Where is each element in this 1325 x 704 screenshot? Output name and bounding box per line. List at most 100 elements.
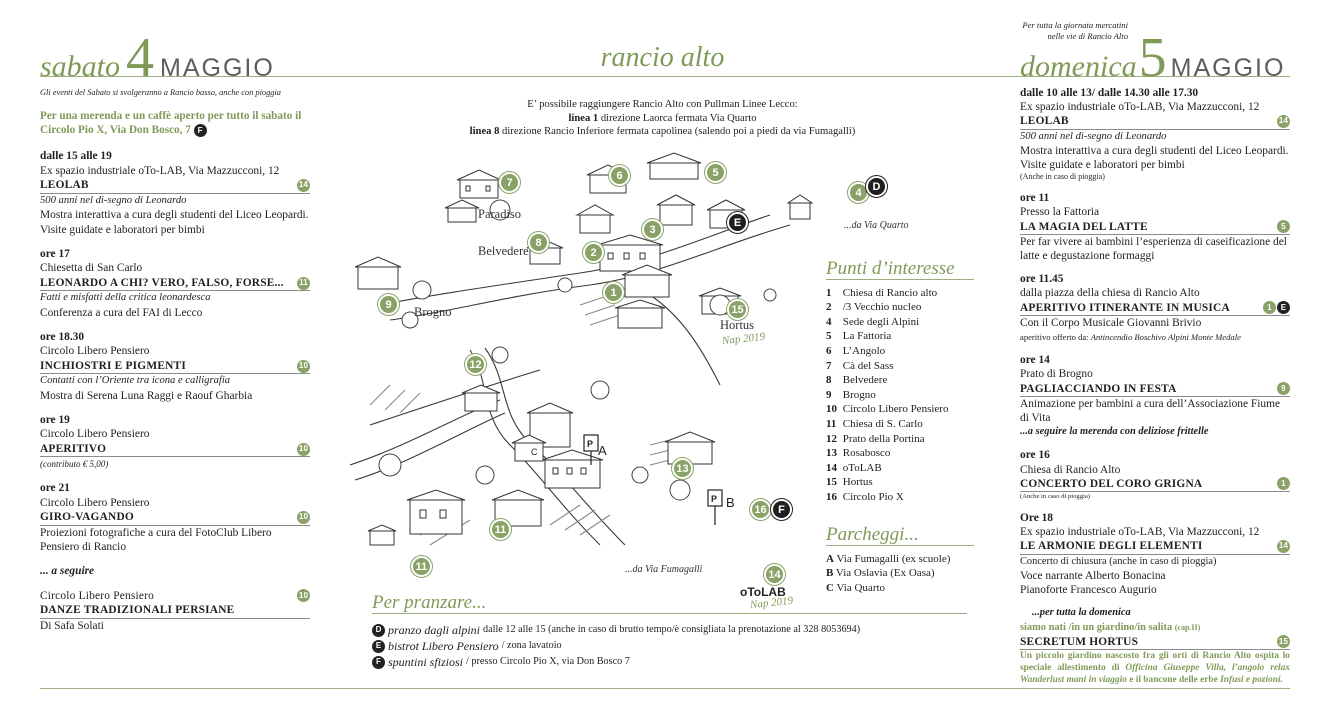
hortus-subtitle-text: siamo nati /in un giardino/in salita: [1020, 621, 1173, 633]
lunch-detail: / zona lavatoio: [501, 640, 562, 651]
event-title: DANZE TRADIZIONALI PERSIANE: [40, 604, 235, 617]
poi-number: 5: [826, 330, 832, 343]
hortus-subtitle: siamo nati /in un giardino/in salita (ca…: [1020, 621, 1290, 635]
parking-title: Parcheggi...: [826, 525, 974, 546]
map-marker[interactable]: 11: [411, 556, 432, 577]
event-time: ore 16: [1020, 449, 1050, 462]
transport-line-8: linea 8 direzione Rancio Inferiore ferma…: [360, 125, 965, 139]
event-badge: 10: [297, 510, 310, 524]
event-description: Mostra interattiva a cura degli studenti…: [40, 209, 309, 237]
poi-item: 2 /3 Vecchio nucleo: [826, 300, 974, 315]
poi-number: 4: [826, 315, 832, 328]
map-marker[interactable]: 5: [705, 162, 726, 183]
poi-item: 5 La Fattoria: [826, 329, 974, 344]
poi-label: Rosabosco: [842, 447, 891, 460]
event-badge: 10: [297, 359, 310, 373]
poi-label: Belvedere: [842, 374, 888, 387]
poi-label: Chiesa di S. Carlo: [842, 417, 923, 430]
event-place: Prato di Brogno: [1020, 368, 1093, 381]
parking-letter-a: A: [598, 443, 607, 458]
map-marker[interactable]: 7: [499, 172, 520, 193]
event-title: LA MAGIA DEL LATTE: [1020, 220, 1148, 233]
map-marker[interactable]: 8: [528, 232, 549, 253]
map-marker[interactable]: 1: [603, 282, 624, 303]
map-marker[interactable]: 9: [378, 294, 399, 315]
line-text: direzione Laorca fermata Via Quarto: [598, 112, 757, 124]
event-time: ore 11.45: [1020, 273, 1064, 286]
saturday-dayname: sabato: [40, 50, 121, 83]
event-title: APERITIVO: [40, 442, 107, 455]
event-title: CONCERTO DEL CORO GRIGNA: [1020, 477, 1203, 490]
poi-number: 16: [826, 490, 837, 503]
event-title: LEONARDO A CHI? VERO, FALSO, FORSE...: [40, 276, 284, 289]
event-description: Mostra interattiva a cura degli studenti…: [1020, 144, 1289, 172]
event-badge: 15: [1277, 635, 1290, 649]
map-marker[interactable]: 16: [750, 499, 771, 520]
poi-number: 13: [826, 447, 837, 460]
sunday-month: MAGGIO: [1170, 54, 1286, 82]
lunch-title: Per pranzare...: [372, 593, 967, 614]
poi-label: Hortus: [842, 476, 873, 489]
map-marker[interactable]: 4: [848, 182, 869, 203]
event-item: ore 19 Circolo Libero Pensiero APERITIVO…: [40, 413, 310, 472]
sunday-column: dalle 10 alle 13/ dalle 14.30 alle 17.30…: [1020, 86, 1290, 695]
line-text: direzione Rancio Inferiore fermata capol…: [499, 126, 856, 138]
sponsor-name: Antincendio Boschivo Alpini Monte Medale: [1090, 332, 1241, 343]
event-item: ore 16 Chiesa di Rancio Alto CONCERTO DE…: [1020, 448, 1290, 502]
svg-text:C: C: [531, 447, 538, 457]
transport-line-intro: E’ possibile raggiungere Rancio Alto con…: [527, 99, 798, 110]
lunch-item: D pranzo dagli alpini dalle 12 alle 15 (…: [372, 622, 972, 638]
svg-text:P: P: [711, 494, 717, 504]
poi-number: 10: [826, 403, 837, 416]
map-marker-pio-x[interactable]: F: [771, 499, 792, 520]
map-marker[interactable]: 11: [490, 519, 511, 540]
event-place: Circolo Libero Pensiero: [40, 589, 155, 602]
map-marker[interactable]: 2: [583, 242, 604, 263]
map-marker-alpini[interactable]: D: [866, 176, 887, 197]
hortus-chapter: (cap.II): [1174, 622, 1201, 632]
poi-number: 7: [826, 359, 832, 372]
event-title: APERITIVO ITINERANTE IN MUSICA: [1020, 301, 1230, 314]
poi-item: 12 Prato della Portina: [826, 432, 974, 447]
event-time: ore 17: [40, 247, 70, 260]
event-time: ore 11: [1020, 192, 1050, 205]
event-item: ore 18.30 Circolo Libero Pensiero INCHIO…: [40, 330, 310, 404]
event-time: Ore 18: [1020, 512, 1054, 525]
event-place: Circolo Libero Pensiero: [40, 345, 150, 358]
lunch-detail: / presso Circolo Pio X, via Don Bosco 7: [466, 656, 630, 667]
poi-list: 1 Chiesa di Rancio alto 2 /3 Vecchio nuc…: [826, 286, 974, 505]
header-rule: [40, 76, 1290, 77]
map-marker-bistrot[interactable]: E: [727, 212, 748, 233]
map-marker[interactable]: 3: [642, 219, 663, 240]
map-drawing: P P A B C: [350, 152, 814, 546]
saturday-column: Gli eventi del Sabato si svolgeranno a R…: [40, 86, 310, 642]
parking-section: Parcheggi... A Via Fumagalli (ex scuole)…: [826, 525, 974, 595]
hortus-description: Un piccolo giardino nascosto fra gli ort…: [1020, 650, 1290, 686]
map-marker[interactable]: 14: [764, 564, 785, 585]
event-place: Presso la Fattoria: [1020, 206, 1100, 219]
event-place: Ex spazio industriale oTo-LAB, Via Mazzu…: [1020, 101, 1260, 114]
event-note: (Anche in caso di pioggia): [1020, 172, 1105, 182]
poi-item: 4 Sede degli Alpini: [826, 315, 974, 330]
map-marker[interactable]: 12: [465, 354, 486, 375]
poi-label: La Fattoria: [842, 330, 892, 343]
line-number: linea 1: [568, 112, 599, 124]
house: [456, 169, 502, 199]
hortus-desc-d: Infusi e pozioni.: [1220, 674, 1283, 685]
map-marker[interactable]: 13: [672, 458, 693, 479]
map-marker[interactable]: 15: [727, 299, 748, 320]
poi-item: 8 Belvedere: [826, 373, 974, 388]
hortus-intro: ...per tutta la domenica: [1032, 607, 1131, 619]
lunch-badge: F: [372, 655, 385, 669]
poi-number: 8: [826, 374, 832, 387]
map-marker[interactable]: 6: [609, 165, 630, 186]
